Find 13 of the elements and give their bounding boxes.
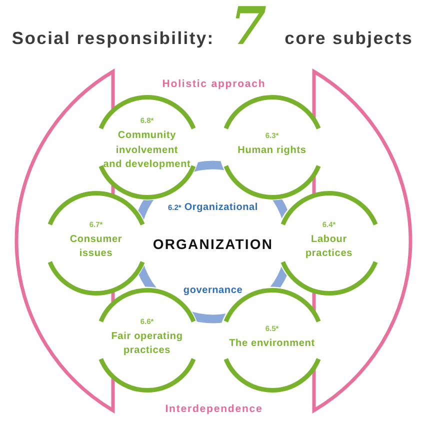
subject-label: Human rights [238,144,306,156]
ring-label: Organizational [184,202,258,213]
open-ring [13,67,415,415]
subject-label: Fair operating practices [111,330,183,356]
subject-label: Community involvement and development [103,130,191,170]
subject-label: Consumer issues [70,234,122,259]
ring-caption: Interdependence [165,403,263,415]
ring-caption: Holistic approach [162,78,266,90]
subject-label: Labour practices [305,234,353,259]
subject-label: The environment [229,338,315,349]
center-label: ORGANIZATION [152,236,274,252]
title: Social responsibility: 7 core subjects [12,1,414,53]
ring-label: governance [183,285,243,296]
